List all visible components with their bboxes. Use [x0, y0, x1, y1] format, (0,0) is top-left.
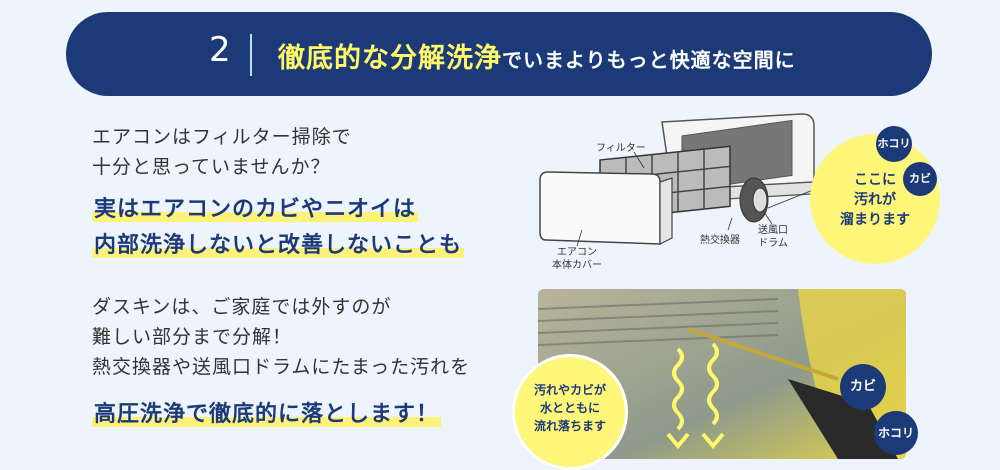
section-title: 徹底的な分解洗浄でいまよりもっと快適な空間に	[278, 36, 796, 75]
highlight-text: 高圧洗浄で徹底的に落とします！	[92, 402, 442, 427]
detail-line: 熱交換器や送風口ドラムにたまった汚れを	[92, 356, 471, 378]
highlight-line: 内部洗浄しないと改善しないことも	[92, 227, 465, 259]
intro-line: 十分と思っていませんか？	[92, 156, 331, 178]
label-aircon-cover: エアコン 本体カバー	[552, 247, 602, 271]
highlight-line: 実はエアコンのカビやニオイは	[92, 191, 419, 223]
dirt-flows-text: 汚れやカビが 水とともに 流れ落ちます	[533, 383, 606, 433]
mold-tag: カビ	[840, 364, 886, 410]
highlight-text: 内部洗浄しないと改善しないことも	[92, 233, 465, 258]
title-emphasis: 徹底的な分解洗浄	[278, 43, 502, 74]
section-header-banner: 2 徹底的な分解洗浄でいまよりもっと快適な空間に	[66, 12, 932, 96]
section-number: 2	[209, 30, 231, 70]
highlight-line: 高圧洗浄で徹底的に落とします！	[92, 396, 442, 428]
detail-line: ダスキンは、ご家庭では外すのが	[92, 296, 392, 318]
dirt-collects-bubble: ここに 汚れが 溜まります	[810, 134, 940, 264]
detail-line: 難しい部分まで分解！	[92, 326, 293, 348]
aircon-diagram-svg	[539, 113, 829, 247]
label-heat-exchanger: 熱交換器	[700, 235, 740, 246]
dust-tag: ホコリ	[874, 411, 918, 455]
intro-line: エアコンはフィルター掃除で	[92, 126, 352, 148]
label-filter: フィルター	[596, 143, 646, 154]
highlight-text: 実はエアコンのカビやニオイは	[92, 197, 419, 222]
detail-text: ダスキンは、ご家庭では外すのが 難しい部分まで分解！ 熱交換器や送風口ドラムにた…	[92, 292, 470, 382]
intro-text: エアコンはフィルター掃除で 十分と思っていませんか？	[92, 122, 352, 182]
title-rest: でいまよりもっと快適な空間に	[502, 48, 796, 72]
label-blower-drum: 送風口 ドラム	[758, 225, 788, 249]
dirt-collects-text: ここに 汚れが 溜まります	[840, 172, 910, 228]
mold-tag: カビ	[903, 162, 937, 196]
aircon-diagram: フィルター 熱交換器 送風口 ドラム エアコン 本体カバー	[532, 112, 832, 282]
header-divider	[250, 34, 252, 76]
dust-tag: ホコリ	[876, 126, 912, 162]
dirt-flows-bubble: 汚れやカビが 水とともに 流れ落ちます	[512, 354, 628, 470]
